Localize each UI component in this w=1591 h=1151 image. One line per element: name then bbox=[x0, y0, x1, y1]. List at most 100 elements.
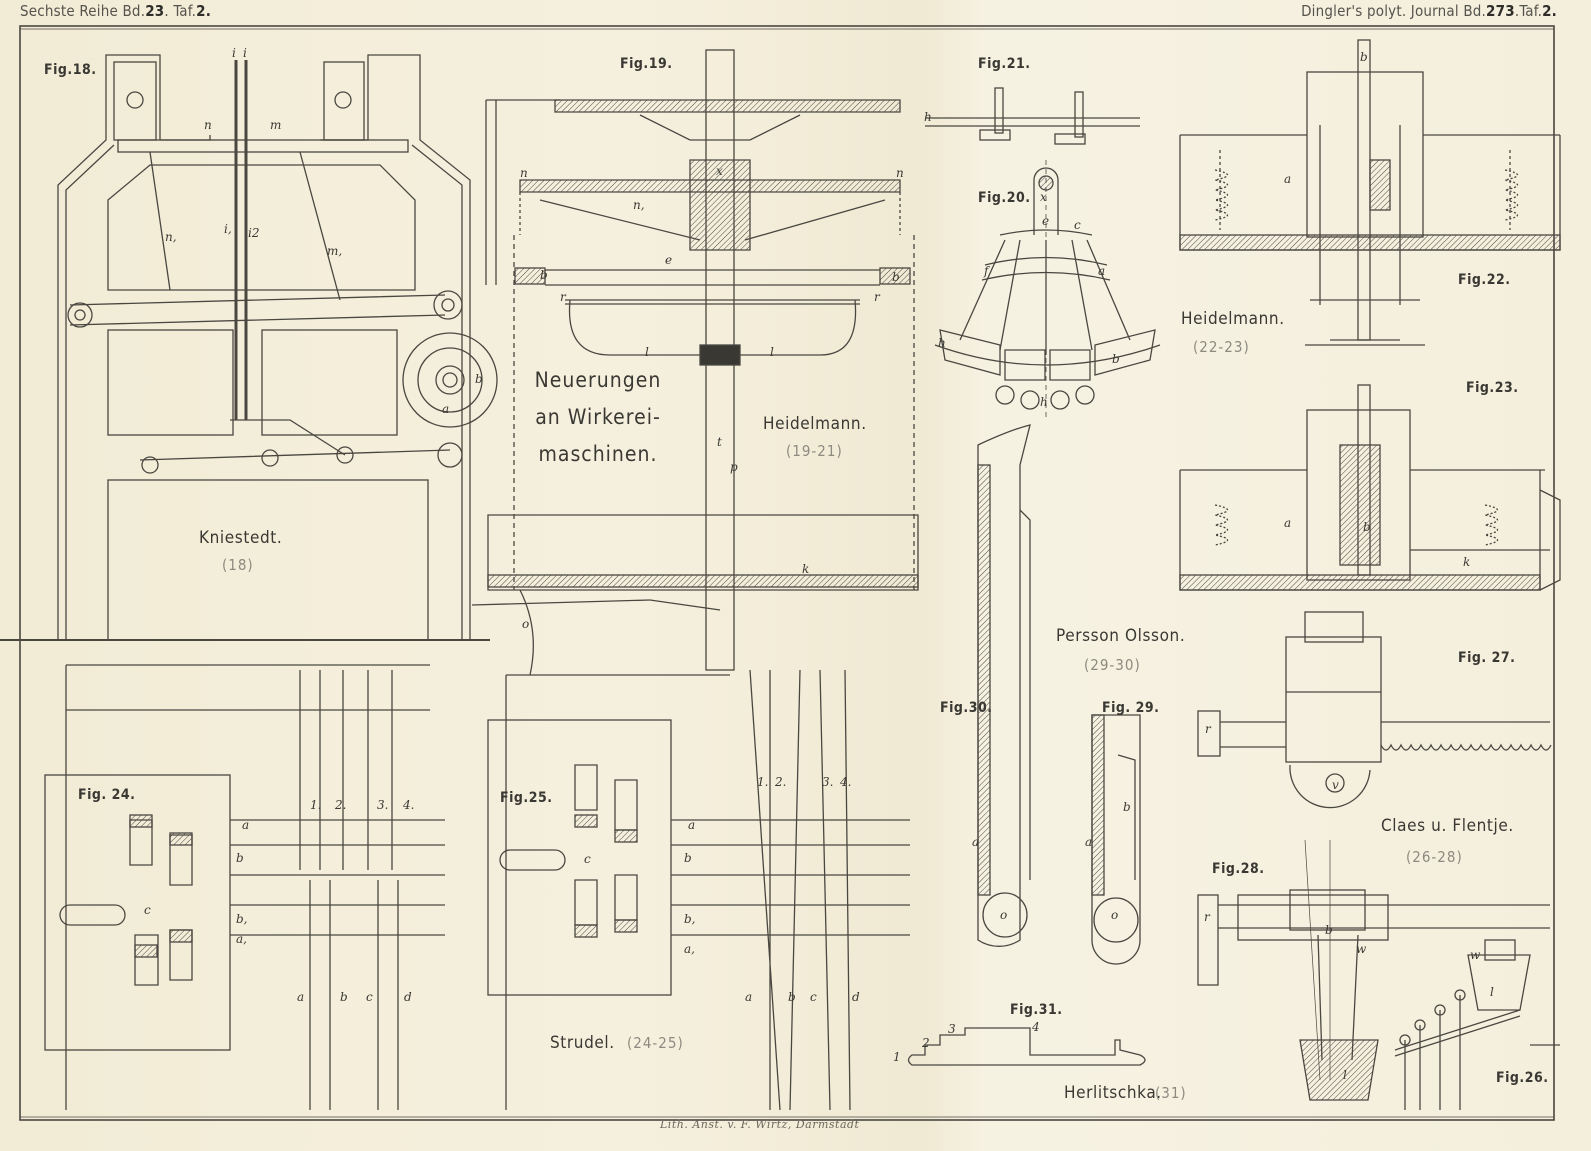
fig22-label: Fig.22. bbox=[1458, 272, 1511, 288]
range-kniestedt: (18) bbox=[222, 556, 254, 574]
fig30-drawing bbox=[977, 424, 1031, 947]
fig22-drawing bbox=[1179, 39, 1561, 346]
part-label: c bbox=[1074, 218, 1081, 232]
part-label: d bbox=[852, 990, 860, 1004]
inventor-heidelmann-19: Heidelmann. bbox=[763, 414, 867, 434]
part-label: i bbox=[232, 46, 236, 60]
header-period: . bbox=[1551, 2, 1557, 20]
part-label: p bbox=[730, 460, 738, 474]
part-label: e bbox=[1042, 214, 1050, 228]
fig24-drawing bbox=[44, 664, 445, 1110]
part-label: a bbox=[1284, 516, 1292, 530]
fig21-drawing bbox=[925, 87, 1140, 145]
inventor-strudel: Strudel. bbox=[550, 1033, 615, 1053]
part-label: h bbox=[1040, 395, 1048, 409]
part-label: b bbox=[340, 990, 348, 1004]
part-label: a, bbox=[236, 932, 247, 946]
part-label: l bbox=[770, 345, 774, 359]
fig19-label: Fig.19. bbox=[620, 56, 673, 72]
fig25-label: Fig.25. bbox=[500, 790, 553, 806]
part-label: a bbox=[1098, 264, 1106, 278]
part-label: 2. bbox=[335, 798, 347, 812]
fig23-label: Fig.23. bbox=[1466, 380, 1519, 396]
plate-prefix: . Taf. bbox=[164, 2, 197, 20]
fig21-label: Fig.21. bbox=[978, 56, 1031, 72]
part-label: h bbox=[924, 110, 932, 124]
title-line-3: maschinen. bbox=[538, 442, 658, 466]
part-label: f bbox=[984, 264, 989, 278]
plate-number: 2 bbox=[196, 2, 206, 20]
part-label: b bbox=[236, 851, 244, 865]
part-label: b, bbox=[684, 912, 696, 926]
range-claes-flentje: (26-28) bbox=[1406, 848, 1463, 866]
fig28-label: Fig.28. bbox=[1212, 861, 1265, 877]
range-heidelmann-22: (22-23) bbox=[1193, 338, 1250, 356]
part-label: 4. bbox=[403, 798, 415, 812]
part-label: a bbox=[745, 990, 753, 1004]
fig31-label: Fig.31. bbox=[1010, 1002, 1063, 1018]
part-label: n bbox=[204, 118, 212, 132]
part-label: v bbox=[1332, 778, 1339, 792]
part-label: k bbox=[802, 562, 810, 576]
part-label: 3 bbox=[948, 1022, 956, 1036]
part-label: n, bbox=[633, 198, 645, 212]
fig30-label: Fig.30. bbox=[940, 700, 993, 716]
part-label: b bbox=[1112, 352, 1120, 366]
series-label: Sechste Reihe Bd. bbox=[20, 2, 146, 20]
fig24-label: Fig. 24. bbox=[78, 787, 136, 803]
part-label: e bbox=[665, 253, 673, 267]
part-label: b bbox=[684, 851, 692, 865]
part-label: a bbox=[1085, 835, 1093, 849]
part-label: w bbox=[1470, 948, 1481, 962]
plate-title: Neuerungen an Wirkerei- maschinen. bbox=[528, 362, 668, 473]
part-label: 4 bbox=[1032, 1020, 1040, 1034]
part-label: 3. bbox=[822, 775, 834, 789]
inventor-persson-olsson: Persson Olsson. bbox=[1056, 626, 1186, 646]
part-label: l bbox=[1490, 985, 1494, 999]
part-label: r bbox=[1205, 722, 1211, 736]
title-line-1: Neuerungen bbox=[534, 368, 662, 392]
part-label: m bbox=[270, 118, 282, 132]
part-label: b bbox=[892, 270, 900, 284]
fig18-drawing bbox=[0, 54, 498, 641]
part-label: r bbox=[874, 290, 880, 304]
part-label: a bbox=[1284, 172, 1292, 186]
fig18-label: Fig.18. bbox=[44, 62, 97, 78]
header-period: . bbox=[205, 2, 212, 20]
range-heidelmann-19: (19-21) bbox=[786, 442, 843, 460]
header-journal: Dingler's polyt. Journal Bd.273.Taf.2. bbox=[1301, 2, 1557, 20]
lithographer-credit: Lith. Anst. v. F. Wirtz, Darmstadt bbox=[660, 1118, 860, 1131]
fig26-label: Fig.26. bbox=[1496, 1070, 1549, 1086]
header-series: Sechste Reihe Bd.23. Taf.2. bbox=[20, 2, 211, 20]
inventor-herlitschka: Herlitschka. bbox=[1064, 1083, 1162, 1103]
journal-plate-number: 2 bbox=[1542, 2, 1552, 20]
part-label: b bbox=[475, 372, 483, 386]
part-label: r bbox=[560, 290, 566, 304]
part-label: 3. bbox=[377, 798, 389, 812]
journal-label: Dingler's polyt. Journal Bd. bbox=[1301, 2, 1487, 20]
part-label: a, bbox=[684, 942, 695, 956]
part-label: 2 bbox=[922, 1036, 930, 1050]
range-persson-olsson: (29-30) bbox=[1084, 656, 1141, 674]
part-label: c bbox=[584, 852, 591, 866]
fig20-drawing bbox=[934, 160, 1161, 420]
part-label: x bbox=[1040, 190, 1047, 204]
part-label: b bbox=[1325, 923, 1333, 937]
part-label: 2. bbox=[775, 775, 787, 789]
fig28-drawing bbox=[1197, 839, 1550, 1101]
inventor-claes-flentje: Claes u. Flentje. bbox=[1381, 816, 1514, 836]
part-label: c bbox=[366, 990, 373, 1004]
part-label: 1 bbox=[893, 1050, 901, 1064]
part-label: 1. bbox=[757, 775, 769, 789]
range-strudel: (24-25) bbox=[627, 1034, 684, 1052]
part-label: n, bbox=[165, 230, 177, 244]
inventor-heidelmann-22: Heidelmann. bbox=[1181, 309, 1285, 329]
part-label: n bbox=[520, 166, 528, 180]
part-label: i bbox=[243, 46, 247, 60]
part-label: n bbox=[896, 166, 904, 180]
part-label: b bbox=[540, 268, 548, 282]
range-herlitschka: (31) bbox=[1155, 1084, 1187, 1102]
part-label: a bbox=[242, 818, 250, 832]
fig20-label: Fig.20. bbox=[978, 190, 1031, 206]
